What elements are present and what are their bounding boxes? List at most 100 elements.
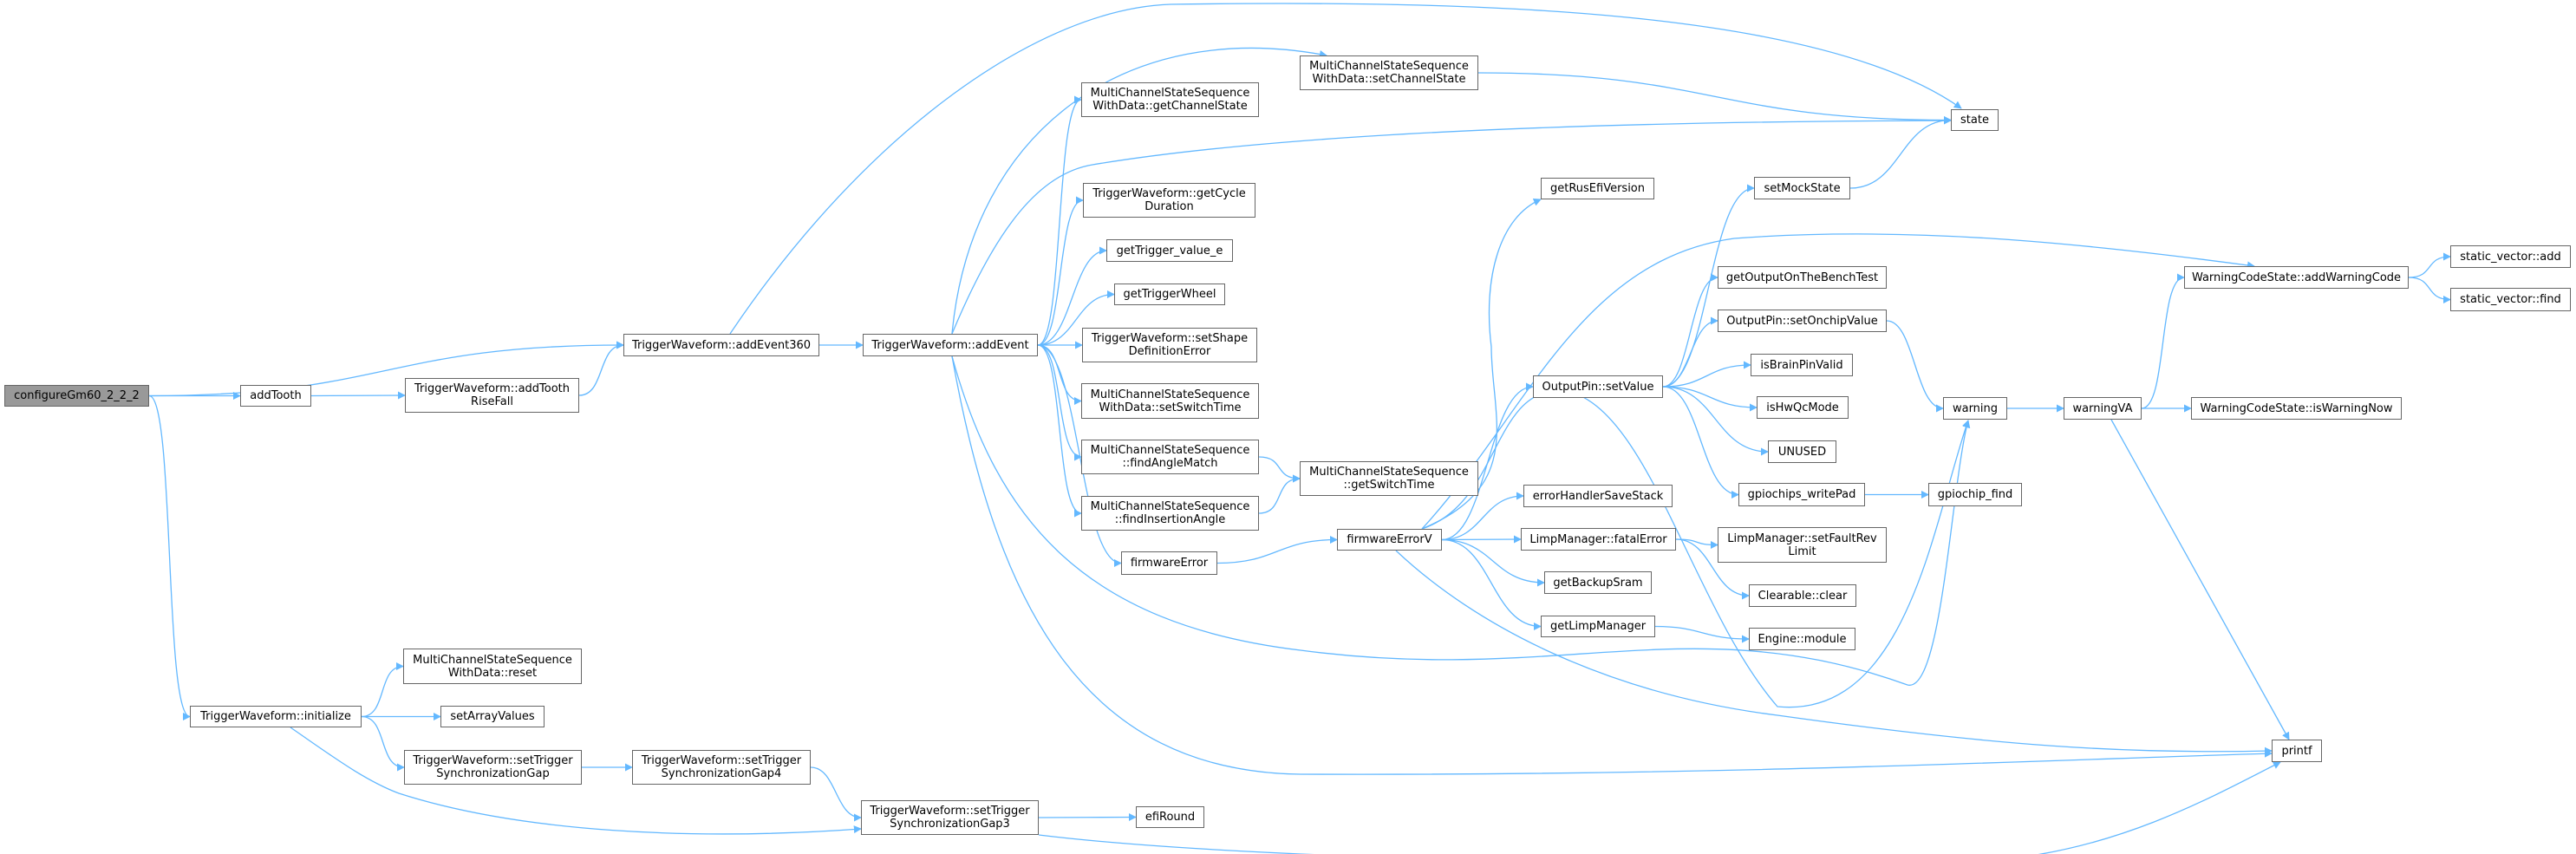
- graph-node-printf[interactable]: printf: [2272, 740, 2322, 762]
- graph-node-addEvent360[interactable]: TriggerWaveform::addEvent360: [623, 334, 819, 356]
- graph-node-getBackupSram[interactable]: getBackupSram: [1544, 571, 1652, 594]
- graph-node-benchTest[interactable]: getOutputOnTheBenchTest: [1718, 266, 1887, 289]
- node-label: warningVA: [2072, 401, 2133, 415]
- call-edge-firmwareErrorV-to-printf: [1395, 550, 2273, 755]
- node-label: TriggerWaveform::getCycle: [1092, 187, 1246, 200]
- graph-node-getLimpManager[interactable]: getLimpManager: [1541, 616, 1655, 637]
- call-edge-firmwareErrorV-to-getRusEfiVersion: [1421, 199, 1542, 530]
- node-label: OutputPin::setValue: [1542, 380, 1654, 394]
- node-label: printf: [2281, 744, 2312, 758]
- node-label: SynchronizationGap3: [890, 818, 1010, 831]
- graph-node-getTriggerValue[interactable]: getTrigger_value_e: [1106, 239, 1233, 262]
- call-edge-addEvent-to-findInsertionAngle: [1037, 344, 1082, 518]
- call-edge-warningVA-to-addWarningCode: [2141, 273, 2185, 409]
- graph-node-getRusEfiVersion[interactable]: getRusEfiVersion: [1541, 178, 1654, 199]
- graph-node-setValue[interactable]: OutputPin::setValue: [1533, 375, 1663, 398]
- call-edge-riseFall-to-addEvent360: [578, 341, 624, 396]
- call-edge-setValue-to-writePad: [1662, 386, 1739, 499]
- graph-node-setOnchipValue[interactable]: OutputPin::setOnchipValue: [1718, 310, 1887, 332]
- graph-node-setMockState[interactable]: setMockState: [1754, 177, 1850, 199]
- call-edge-initialize-to-syncGap: [361, 715, 405, 772]
- node-label: WarningCodeState::isWarningNow: [2200, 401, 2393, 415]
- graph-node-fatalError[interactable]: LimpManager::fatalError: [1521, 528, 1676, 551]
- call-edge-setValue-to-benchTest: [1662, 273, 1718, 388]
- node-label: getLimpManager: [1549, 620, 1647, 633]
- graph-node-state[interactable]: state: [1951, 109, 1999, 131]
- node-label: MultiChannelStateSequence: [1090, 444, 1250, 457]
- call-edge-setValue-to-unused: [1662, 386, 1769, 456]
- node-label: MultiChannelStateSequence: [1309, 60, 1469, 73]
- graph-node-errorHandlerSaveStack[interactable]: errorHandlerSaveStack: [1523, 485, 1673, 507]
- graph-node-firmwareError[interactable]: firmwareError: [1121, 551, 1217, 575]
- node-label: gpiochips_writePad: [1747, 488, 1856, 501]
- graph-node-isBrainPinValid[interactable]: isBrainPinValid: [1751, 354, 1853, 376]
- graph-node-setArrayValues[interactable]: setArrayValues: [440, 706, 545, 727]
- node-label: Engine::module: [1758, 632, 1847, 646]
- call-edge-initialize-to-syncGap3: [290, 727, 862, 835]
- graph-node-addWarningCode[interactable]: WarningCodeState::addWarningCode: [2184, 266, 2409, 289]
- node-label: MultiChannelStateSequence: [1090, 500, 1250, 513]
- node-label: TriggerWaveform::setTrigger: [413, 754, 573, 767]
- node-label: firmwareError: [1130, 557, 1209, 570]
- graph-node-isWarningNow[interactable]: WarningCodeState::isWarningNow: [2191, 397, 2402, 420]
- call-edge-addEvent-to-firmwareError: [1037, 344, 1122, 567]
- call-edge-addEvent-to-getCycle: [1037, 196, 1084, 346]
- call-edge-configure-to-initialize: [148, 394, 191, 720]
- node-label: gpiochip_find: [1937, 488, 2013, 501]
- graph-node-warningVA[interactable]: warningVA: [2064, 397, 2142, 420]
- graph-node-addTooth[interactable]: addTooth: [240, 385, 311, 407]
- node-label: firmwareErrorV: [1347, 533, 1432, 546]
- graph-node-warning[interactable]: warning: [1943, 397, 2007, 420]
- graph-node-svAdd[interactable]: static_vector::add: [2450, 245, 2571, 268]
- node-label: setMockState: [1764, 181, 1841, 195]
- graph-node-isHwQcMode[interactable]: isHwQcMode: [1757, 396, 1849, 419]
- node-label: state: [1960, 114, 1989, 127]
- call-edge-setValue-to-isHwQcMode: [1662, 386, 1758, 412]
- graph-node-writePad[interactable]: gpiochips_writePad: [1738, 483, 1865, 506]
- node-label: isBrainPinValid: [1760, 358, 1843, 372]
- node-label: SynchronizationGap4: [661, 767, 782, 780]
- node-label: efiRound: [1145, 811, 1196, 824]
- call-edge-addEvent-to-getTriggerWheel: [1037, 290, 1115, 346]
- call-edge-addWarningCode-to-svAdd: [2408, 252, 2451, 278]
- graph-node-firmwareErrorV[interactable]: firmwareErrorV: [1337, 529, 1442, 551]
- graph-node-module[interactable]: Engine::module: [1749, 628, 1855, 650]
- graph-node-efiRound[interactable]: efiRound: [1136, 806, 1204, 828]
- graph-node-configure[interactable]: configureGm60_2_2_2: [4, 385, 149, 407]
- graph-node-initialize[interactable]: TriggerWaveform::initialize: [190, 706, 362, 727]
- node-label: OutputPin::setOnchipValue: [1726, 314, 1878, 328]
- node-label: getTriggerWheel: [1123, 288, 1216, 301]
- node-label: WithData::getChannelState: [1092, 100, 1248, 113]
- graph-node-findAngleMatch[interactable]: MultiChannelStateSequence::findAngleMatc…: [1081, 440, 1259, 474]
- graph-node-addEvent[interactable]: TriggerWaveform::addEvent: [863, 334, 1038, 356]
- node-label: LimpManager::setFaultRev: [1727, 531, 1877, 545]
- graph-node-gpiochipFind[interactable]: gpiochip_find: [1928, 483, 2022, 506]
- graph-node-clear[interactable]: Clearable::clear: [1749, 584, 1856, 607]
- call-edge-addTooth-to-riseFall: [310, 391, 406, 400]
- node-label: TriggerWaveform::addTooth: [414, 382, 571, 395]
- graph-node-svFind[interactable]: static_vector::find: [2450, 288, 2571, 311]
- call-edge-setOnchipValue-to-warning: [1886, 320, 1944, 413]
- graph-node-getTriggerWheel[interactable]: getTriggerWheel: [1114, 284, 1225, 305]
- graph-node-unused[interactable]: UNUSED: [1768, 440, 1836, 463]
- call-edge-firmwareError-to-firmwareErrorV: [1216, 536, 1338, 564]
- call-edge-fatalError-to-clear: [1675, 538, 1750, 600]
- node-label: Limit: [1788, 544, 1816, 558]
- graph-node-getSwitchTime[interactable]: MultiChannelStateSequence::getSwitchTime: [1300, 461, 1478, 496]
- graph-node-findInsertionAngle[interactable]: MultiChannelStateSequence::findInsertion…: [1081, 496, 1259, 531]
- node-label: Duration: [1145, 200, 1194, 213]
- call-edge-addEvent-to-printf: [951, 355, 2273, 775]
- node-label: getTrigger_value_e: [1116, 244, 1223, 258]
